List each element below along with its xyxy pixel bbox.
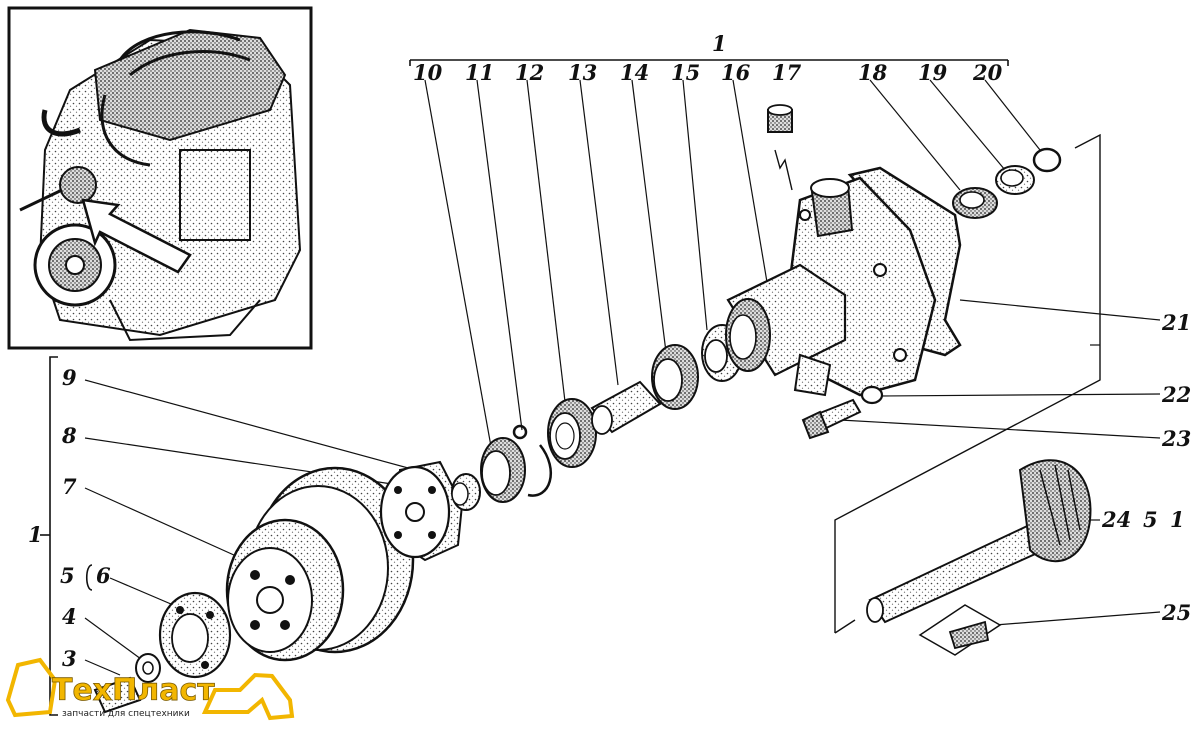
callout-9: 9 [62,365,77,390]
callout-24: 24 [1101,507,1131,532]
callout-11: 11 [465,60,494,85]
shaft-group-bracket [834,133,1101,634]
callout-1-left: 1 [28,522,43,547]
callout-labels: 1 10 11 12 13 14 15 16 17 18 19 20 21 22… [28,31,1191,671]
bearing-part-14 [651,344,699,410]
plug-part-17 [767,104,793,191]
bearing-part-12 [547,398,597,468]
callout-14: 14 [620,60,649,85]
callout-16: 16 [721,60,751,85]
callout-25: 25 [1161,600,1191,625]
engine-inset [7,6,313,350]
seal-part-18 [952,187,998,219]
shaft-impeller-part-24 [866,459,1092,624]
excavator-right-icon [201,672,295,721]
callout-17: 17 [772,60,802,85]
bolt-part-23 [801,398,862,440]
callout-1-top: 1 [712,31,727,56]
callout-4: 4 [62,604,77,629]
location-arrow-icon [81,198,192,274]
logo-brand: ТехПласт [52,673,215,708]
callout-3: 3 [62,646,77,671]
ring-part-20 [1032,147,1062,173]
top-group-bracket [409,59,1009,66]
pulley-part-7 [225,466,415,662]
callout-22: 22 [1161,382,1191,407]
excavator-left-icon [5,657,58,718]
retaining-ring-part-11 [512,424,553,497]
techplast-logo: ТехПласт запчасти для спецтехники [5,657,295,721]
leader-lines [84,79,1161,676]
sleeve-part-13 [590,380,662,435]
callout-15: 15 [671,60,700,85]
callout-21: 21 [1161,310,1191,335]
spacer-part-9 [451,473,481,511]
callout-7: 7 [62,474,77,499]
logo-tagline: запчасти для спецтехники [62,709,190,719]
callout-18: 18 [858,60,888,85]
callout-6: 6 [96,563,111,588]
flange-part-6 [158,591,232,679]
callout-8: 8 [61,423,77,448]
bolt-part-3 [93,676,142,714]
left-group-bracket [40,356,93,716]
callout-23: 23 [1161,426,1191,451]
washer-part-4 [135,653,161,683]
pump-housing-part-16 [725,166,962,397]
callout-13: 13 [568,60,597,85]
callout-20: 20 [972,60,1003,85]
callout-24-group: 1 [1170,507,1185,532]
hub-part-8 [379,460,464,562]
callout-5: 5 [60,563,75,588]
callout-12: 12 [515,60,544,85]
callout-19: 19 [918,60,948,85]
bearing-part-10 [480,437,526,503]
washer-part-22 [860,385,884,405]
callout-24-bracket: 5 [1143,507,1158,532]
key-part-25 [918,604,1002,656]
callout-10: 10 [413,60,443,85]
washer-part-19 [995,165,1035,195]
